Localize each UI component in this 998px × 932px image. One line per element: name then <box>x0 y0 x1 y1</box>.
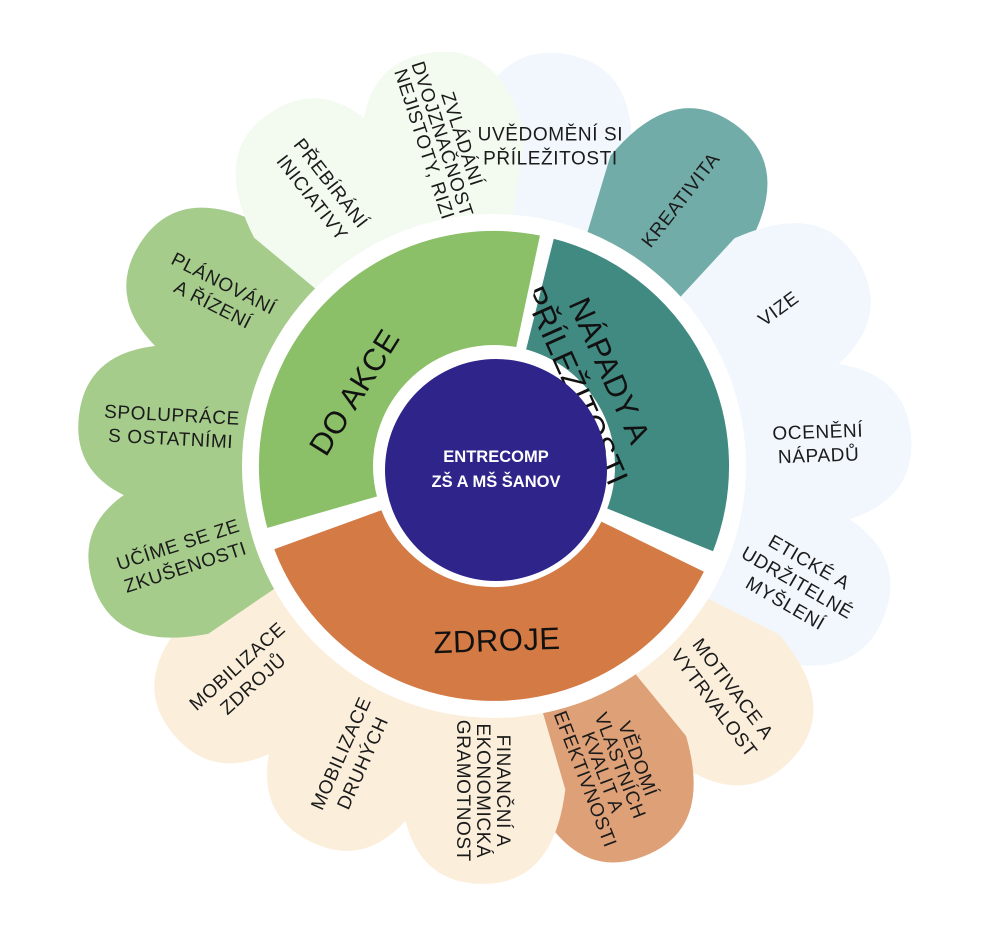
center-subtitle: ZŠ A MŠ ŠANOV <box>432 472 561 491</box>
petal-shape-8 <box>400 674 566 884</box>
petal-label-line: EKONOMICKÁ <box>472 723 493 858</box>
segment-action <box>253 224 547 535</box>
petal-shape-4 <box>700 361 912 526</box>
petal-label-line: OCENĚNÍ <box>772 420 864 445</box>
petal-label-line: FINANČNÍ A <box>492 734 514 847</box>
center-circle <box>385 359 607 581</box>
petal-shape-15 <box>361 51 526 266</box>
petal-label-line: PŘÍLEŽITOSTI <box>483 147 618 169</box>
petal-label-line: NÁPADŮ <box>778 443 860 468</box>
center-title: ENTRECOMP <box>443 448 548 466</box>
petal-shape-12 <box>78 344 292 509</box>
segment-label-resources: ZDROJE <box>433 621 561 660</box>
petal-label-line: GRAMOTNOST <box>452 720 473 862</box>
petal-label-line: UVĚDOMĚNÍ SI <box>478 124 624 146</box>
segment-ideas <box>519 232 736 559</box>
segment-label-line: ZDROJE <box>433 621 561 660</box>
segment-resources <box>267 503 711 707</box>
